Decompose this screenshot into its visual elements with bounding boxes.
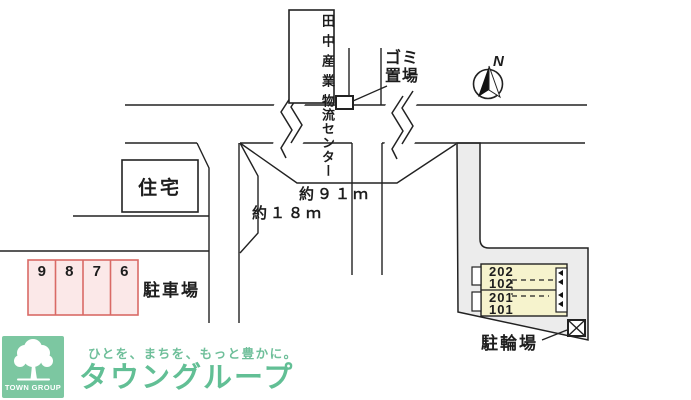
room-number: 201 bbox=[489, 290, 514, 305]
stall-number: 8 bbox=[65, 263, 74, 280]
north-label: N bbox=[493, 53, 504, 70]
brand-logo: TOWN GROUP bbox=[2, 336, 64, 398]
brand-tagline: ひとを、まちを、もっと豊かに。 bbox=[88, 347, 298, 361]
entrance-markers bbox=[558, 270, 563, 307]
sign-line-1: 田中産業 bbox=[320, 14, 335, 94]
parking-stalls bbox=[27, 259, 139, 316]
stall-number: 9 bbox=[37, 263, 46, 280]
brand-name: タウングループ bbox=[79, 362, 295, 394]
roads bbox=[0, 48, 587, 323]
building-footprint bbox=[471, 263, 568, 317]
garbage-station-icon bbox=[335, 85, 388, 110]
landmark-sign: 田中産業 物流センター bbox=[289, 10, 335, 178]
stairwell bbox=[555, 267, 568, 313]
sign-line-2: 物流センター bbox=[320, 94, 335, 178]
room-number: 202 bbox=[489, 264, 514, 279]
bicycle-parking-icon bbox=[541, 319, 586, 341]
house-label: 住宅 bbox=[137, 177, 182, 199]
parking-label: 駐車場 bbox=[143, 281, 200, 300]
bicycle-parking-label: 駐輪場 bbox=[481, 334, 538, 353]
logo-text: TOWN GROUP bbox=[4, 383, 62, 392]
stall-number: 7 bbox=[92, 263, 101, 280]
sign-box bbox=[288, 9, 335, 104]
garbage-station-label: ゴミ 置場 bbox=[385, 50, 420, 85]
balcony-lower bbox=[471, 291, 482, 312]
room-number: 102 bbox=[489, 276, 514, 291]
tree-icon bbox=[14, 339, 53, 381]
balcony-upper bbox=[471, 266, 482, 286]
parking-stall-numbers: 9 8 7 6 bbox=[28, 263, 138, 281]
house-outline bbox=[121, 159, 199, 213]
distance-road-label: 約９１ｍ bbox=[299, 186, 372, 203]
compass-icon bbox=[472, 65, 504, 100]
road-break-right bbox=[384, 86, 421, 163]
room-number: 101 bbox=[489, 302, 514, 317]
distance-path-label: 約１８ｍ bbox=[252, 205, 325, 222]
stall-number: 6 bbox=[120, 263, 129, 280]
